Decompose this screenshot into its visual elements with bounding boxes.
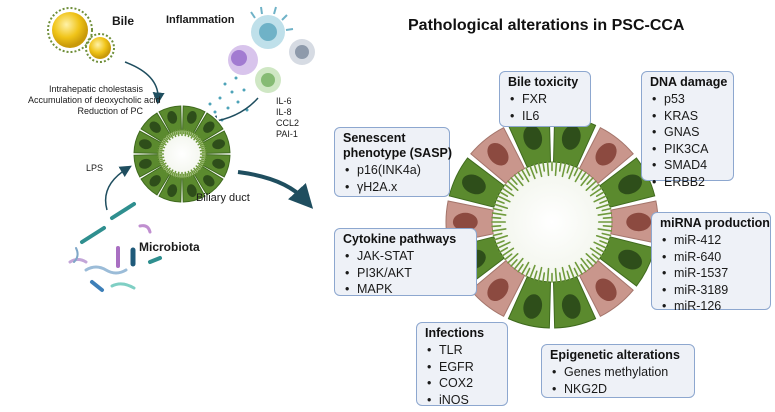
cell-nucleus [618, 174, 642, 195]
box-item: PI3K/AKT [345, 265, 468, 282]
cell-nucleus [561, 125, 581, 150]
box-item: JAK-STAT [345, 248, 468, 265]
cell-nucleus [149, 175, 161, 187]
cytokine-pathways-box: Cytokine pathways JAK-STAT PI3K/AKT MAPK [334, 228, 477, 298]
bile-droplets-icon [47, 7, 115, 63]
cell-nucleus [203, 121, 215, 133]
box-item: COX2 [427, 375, 499, 392]
bile-label: Bile [112, 14, 135, 28]
immune-cells-icon [228, 6, 315, 93]
cell-nucleus [523, 294, 543, 319]
page-title: Pathological alterations in PSC-CCA [408, 17, 685, 34]
cell-nucleus [212, 158, 226, 169]
epigenetic-box: Epigenetic alterations Genes methylation… [541, 344, 695, 398]
bile-arrow [124, 61, 165, 105]
cytokine-item: IL-6 [276, 96, 292, 106]
biliary-duct-large-icon [444, 114, 660, 330]
main-arrow [237, 170, 314, 209]
box-item: GNAS [652, 124, 725, 141]
cell-nucleus [462, 174, 486, 195]
cell-nucleus [167, 184, 178, 198]
biliary-duct-label: Biliary duct [196, 192, 250, 204]
cell-nucleus [452, 212, 478, 232]
bile-effect-item: Accumulation of deoxycholic acid [28, 95, 161, 105]
box-title: miRNA production [660, 216, 770, 230]
box-item: KRAS [652, 108, 725, 125]
box-item: Genes methylation [552, 364, 686, 381]
box-item: p53 [652, 91, 725, 108]
box-item: miR-3189 [662, 282, 762, 299]
cytokine-item: IL-8 [276, 107, 292, 117]
box-title: DNA damage [650, 75, 728, 89]
cell-nucleus [595, 142, 617, 166]
box-item: PIK3CA [652, 141, 725, 158]
cell-nucleus [523, 125, 543, 150]
box-item: p16(INK4a) [345, 162, 441, 179]
infections-box: Infections TLR EGFR COX2 iNOS [416, 322, 508, 409]
box-item: miR-1537 [662, 265, 762, 282]
inflammation-arrow [205, 97, 259, 127]
biliary-duct-small-icon [132, 104, 232, 204]
box-item: ERBB2 [652, 174, 725, 191]
cell-nucleus [138, 158, 152, 169]
box-title: Cytokine pathways [343, 232, 457, 246]
box-item: iNOS [427, 392, 499, 409]
duct-lumen [493, 163, 611, 281]
senescent-box: Senescent phenotype (SASP) p16(INK4a) γH… [334, 127, 453, 197]
box-item: miR-640 [662, 249, 762, 266]
box-title: Infections [425, 326, 485, 340]
box-item: miR-412 [662, 232, 762, 249]
box-item: EGFR [427, 359, 499, 376]
dna-damage-box: DNA damage p53 KRAS GNAS PIK3CA SMAD4 ER… [641, 71, 734, 190]
cell-nucleus [138, 139, 152, 150]
cell-nucleus [626, 212, 652, 232]
lps-arrow [104, 165, 132, 211]
box-title: Bile toxicity [508, 75, 579, 89]
box-item: γH2A.x [345, 179, 441, 196]
cell-nucleus [186, 184, 197, 198]
cell-nucleus [212, 139, 226, 150]
microbiota-label: Microbiota [139, 240, 200, 254]
cell-nucleus [618, 249, 642, 270]
box-title-line2: phenotype (SASP) [343, 146, 453, 160]
cell-nucleus [186, 110, 197, 124]
box-item: SMAD4 [652, 157, 725, 174]
cell-nucleus [561, 294, 581, 319]
cytokine-item: PAI-1 [276, 129, 298, 139]
bile-effect-item: Reduction of PC [77, 106, 143, 116]
cytokine-list: IL-6 IL-8 CCL2 PAI-1 [276, 96, 299, 140]
mirna-box: miRNA production miR-412 miR-640 miR-153… [651, 212, 771, 314]
box-item: miR-126 [662, 298, 762, 315]
cell-nucleus [203, 175, 215, 187]
bile-effects-list: Intrahepatic cholestasis Accumulation of… [28, 84, 161, 117]
box-item: NKG2D [552, 381, 686, 398]
cell-nucleus [487, 278, 509, 302]
cell-nucleus [149, 121, 161, 133]
box-item: TLR [427, 342, 499, 359]
cell-nucleus [167, 110, 178, 124]
cytokine-item: CCL2 [276, 118, 300, 128]
box-title: Epigenetic alterations [550, 348, 680, 362]
inflammation-label: Inflammation [166, 14, 235, 26]
microbiota-icon [68, 202, 162, 292]
duct-lumen [159, 131, 205, 177]
box-item: FXR [510, 91, 582, 108]
box-item: MAPK [345, 281, 468, 298]
lps-label: LPS [86, 163, 104, 173]
bile-toxicity-box: Bile toxicity FXR IL6 [499, 71, 591, 127]
box-title-line1: Senescent [343, 131, 406, 145]
box-item: IL6 [510, 108, 582, 125]
bile-effect-item: Intrahepatic cholestasis [48, 84, 143, 94]
cell-nucleus [487, 142, 509, 166]
cell-nucleus [595, 278, 617, 302]
